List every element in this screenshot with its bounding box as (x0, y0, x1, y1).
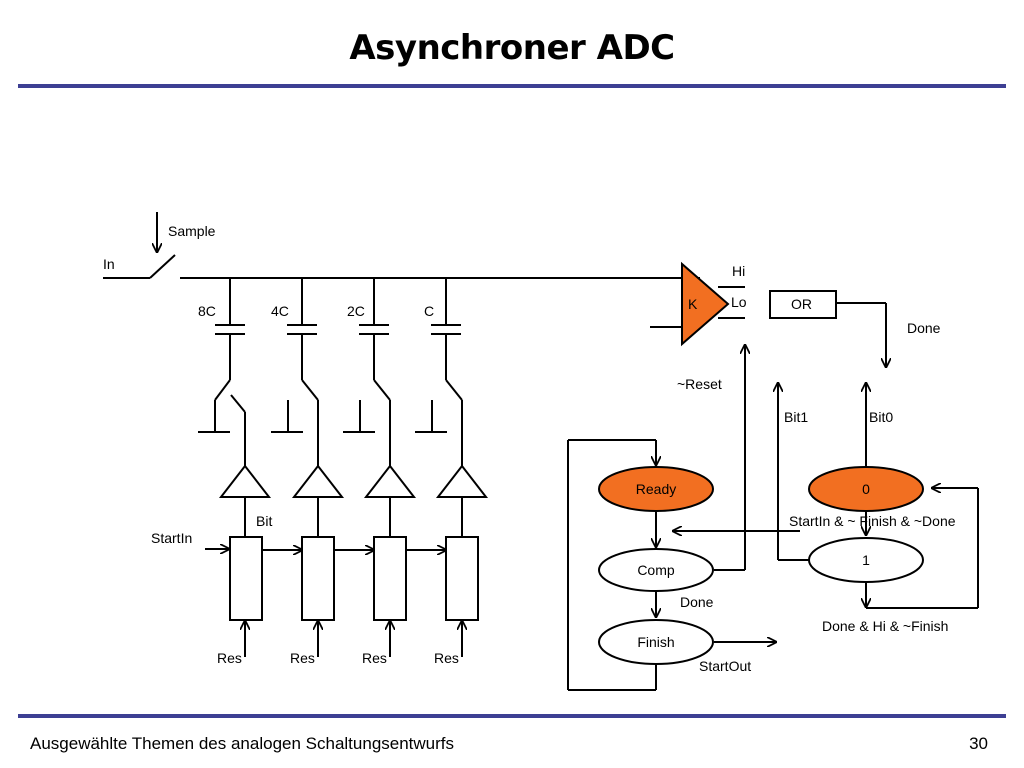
label-res-4: Res (434, 650, 459, 666)
label-done-top: Done (907, 320, 941, 336)
state-bit-one (808, 537, 924, 583)
comparator-triangle (681, 261, 730, 347)
footer-divider (18, 714, 1006, 718)
or-gate-box (769, 290, 837, 319)
buffer-4 (435, 464, 489, 498)
label-or-gate: OR (791, 296, 812, 312)
label-cap-c: C (424, 303, 434, 319)
page-number: 30 (969, 734, 988, 753)
label-start-in: StartIn (151, 530, 192, 546)
state-bit-zero (808, 466, 924, 512)
buffer-3 (363, 464, 417, 498)
register-3 (373, 536, 407, 621)
page-title: Asynchroner ADC (349, 28, 675, 68)
label-transition-start: StartIn & ~ Finish & ~Done (789, 513, 956, 529)
label-not-reset: ~Reset (677, 376, 722, 392)
buffer-1 (218, 464, 272, 498)
label-sample: Sample (168, 223, 216, 239)
state-comp (598, 548, 714, 592)
register-2 (301, 536, 335, 621)
state-bit-zero-label: 0 (862, 481, 870, 497)
label-done-comp: Done (680, 594, 714, 610)
label-bit0: Bit0 (869, 409, 893, 425)
label-start-out: StartOut (699, 658, 751, 674)
state-finish-label: Finish (637, 634, 674, 650)
register-1 (229, 536, 263, 621)
label-res-3: Res (362, 650, 387, 666)
state-bit-one-label: 1 (862, 552, 870, 568)
label-transition-done: Done & Hi & ~Finish (822, 618, 948, 634)
state-finish (598, 619, 714, 665)
label-cap-4c: 4C (271, 303, 289, 319)
label-bit: Bit (256, 513, 272, 529)
label-res-1: Res (217, 650, 242, 666)
label-bit1: Bit1 (784, 409, 808, 425)
label-cap-2c: 2C (347, 303, 365, 319)
circuit-wires (103, 212, 979, 691)
label-comparator: K (688, 296, 698, 312)
register-4 (445, 536, 479, 621)
title-divider (18, 84, 1006, 88)
buffer-2 (291, 464, 345, 498)
label-cap-8c: 8C (198, 303, 216, 319)
label-lo: Lo (731, 294, 747, 310)
footer-course-title: Ausgewählte Themen des analogen Schaltun… (30, 734, 455, 753)
state-ready-label: Ready (636, 481, 676, 497)
state-ready (598, 466, 714, 512)
label-hi: Hi (732, 263, 745, 279)
label-res-2: Res (290, 650, 315, 666)
state-comp-label: Comp (637, 562, 675, 578)
label-in: In (103, 256, 115, 272)
